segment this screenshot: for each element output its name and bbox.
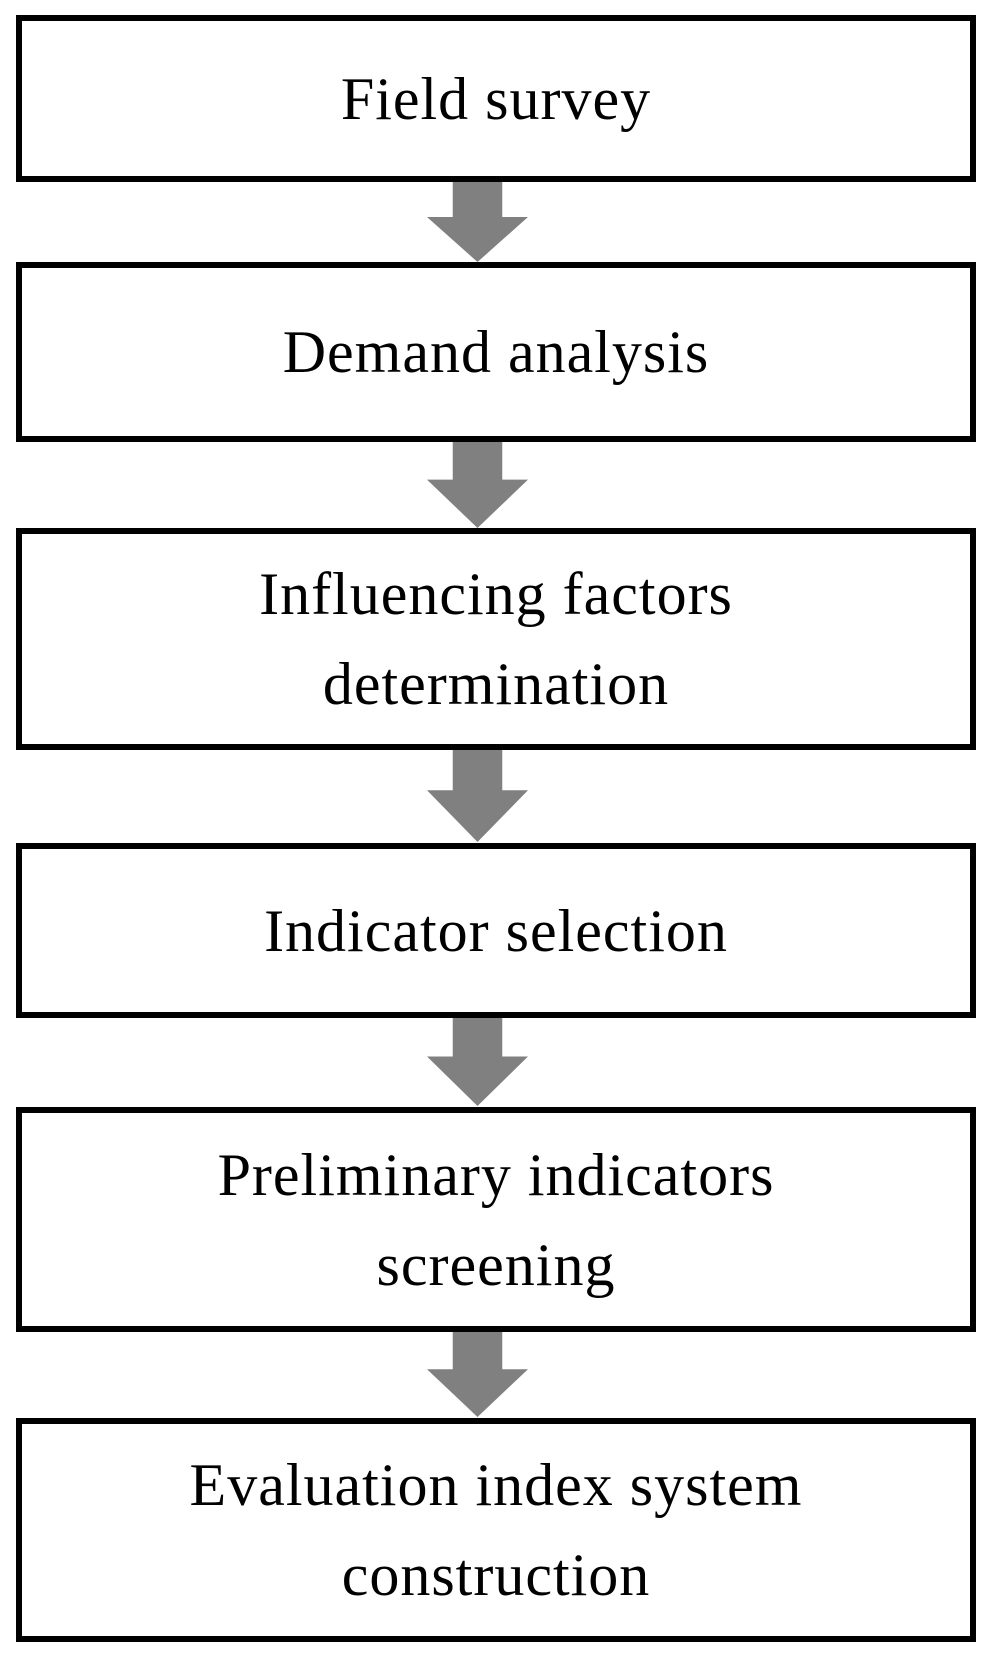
flow-step-preliminary-indicators-screening: Preliminary indicators screening <box>16 1107 976 1332</box>
flow-step-label: Field survey <box>340 65 652 132</box>
down-arrow-icon <box>427 182 528 262</box>
flow-step-label: Evaluation index system construction <box>189 1452 803 1608</box>
down-arrow-shape <box>427 750 528 842</box>
down-arrow-icon <box>427 1018 528 1106</box>
flow-step-label: Preliminary indicators screening <box>217 1141 775 1298</box>
down-arrow-shape <box>427 442 528 528</box>
down-arrow-icon <box>427 442 528 528</box>
flow-step-label: Influencing factors determination <box>259 561 733 717</box>
down-arrow-shape <box>427 182 528 262</box>
flow-step-evaluation-index-system-construction: Evaluation index system construction <box>16 1418 976 1642</box>
down-arrow-shape <box>427 1018 528 1106</box>
flow-step-indicator-selection: Indicator selection <box>16 843 976 1018</box>
down-arrow-shape <box>427 1332 528 1417</box>
down-arrow-icon <box>427 1332 528 1417</box>
flow-step-influencing-factors-determination: Influencing factors determination <box>16 528 976 750</box>
flow-step-field-survey: Field survey <box>16 15 976 182</box>
down-arrow-icon <box>427 750 528 842</box>
flow-step-demand-analysis: Demand analysis <box>16 262 976 442</box>
flow-step-label: Demand analysis <box>282 319 710 385</box>
flow-step-label: Indicator selection <box>264 897 728 964</box>
